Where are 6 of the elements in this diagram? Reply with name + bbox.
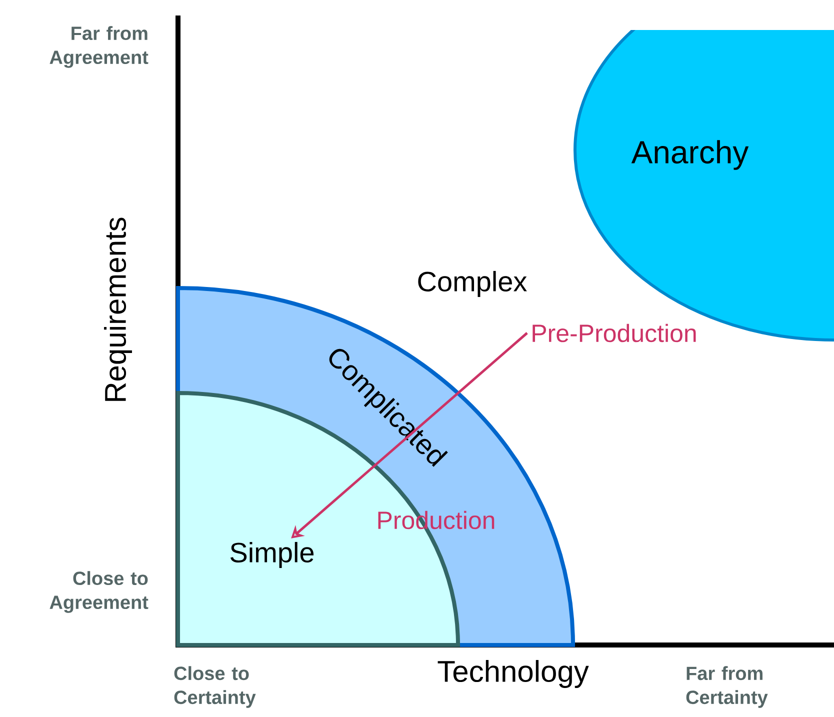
axis-title: Requirements <box>104 218 132 401</box>
corner-label: Far from Agreement <box>50 26 148 68</box>
axis-title: Technology <box>438 660 589 688</box>
corner-label: Far from Certainty <box>686 666 768 708</box>
corner-label: Close to Certainty <box>174 666 256 708</box>
corner-label: Close to Agreement <box>50 571 148 613</box>
